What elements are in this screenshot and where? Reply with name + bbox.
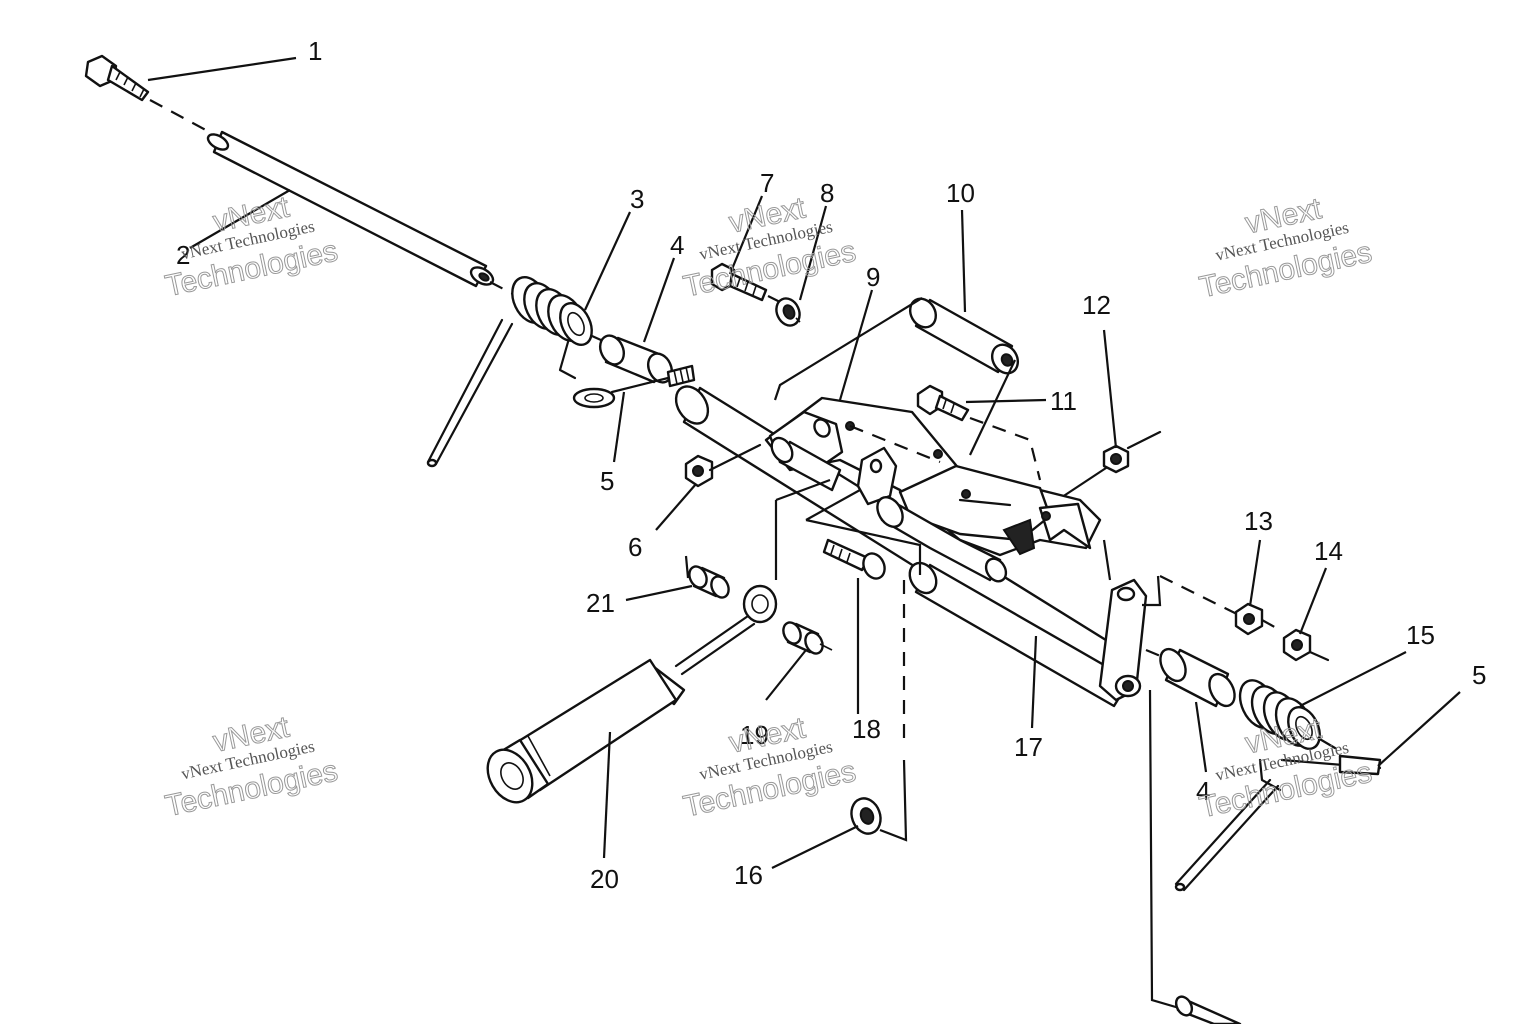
- leader-21: [684, 555, 690, 579]
- callout-17: 17: [1014, 732, 1043, 762]
- shaft-end-stub: [1174, 995, 1242, 1024]
- callout-20: 20: [590, 864, 619, 894]
- leader-6: [655, 483, 697, 531]
- leader-19: [765, 649, 807, 701]
- washer-part-8: [775, 297, 801, 327]
- callout-1: 1: [308, 36, 322, 66]
- leader-connector-1: [775, 478, 831, 502]
- pin-part-5-left: [572, 364, 696, 409]
- leader-connector-2: [805, 489, 861, 521]
- callout-15: 15: [1406, 620, 1435, 650]
- leader-21: [625, 584, 693, 602]
- callout-16: 16: [734, 860, 763, 890]
- leader-13: [1248, 539, 1262, 607]
- leader-1: [147, 56, 297, 82]
- callout-4-left: 4: [670, 230, 684, 260]
- bracket-assembly-part-9: [764, 396, 1102, 583]
- watermark-bottom-right: vNext vNext Technologies Technologies: [1196, 712, 1375, 825]
- bushing-part-21: [688, 565, 730, 599]
- leader-connector-3: [805, 518, 922, 575]
- watermark-bottom-center: vNext vNext Technologies Technologies: [680, 711, 859, 824]
- leader-15: [1299, 651, 1407, 707]
- callout-19: 19: [740, 720, 769, 750]
- nut-part-12: [1102, 444, 1130, 474]
- torsion-spring-part-15: [1174, 679, 1321, 892]
- leader-vertical-2: [1102, 539, 1112, 581]
- leader-17: [1030, 635, 1038, 729]
- leader-14: [1298, 567, 1328, 635]
- leader-10: [960, 209, 967, 313]
- callout-5-left: 5: [600, 466, 614, 496]
- callout-10: 10: [946, 178, 975, 208]
- callout-5-right: 5: [1472, 660, 1486, 690]
- leader-4a: [642, 257, 676, 343]
- callout-2: 2: [176, 240, 190, 270]
- leader-13: [1142, 575, 1162, 607]
- watermark-top-right: vNext vNext Technologies Technologies: [1196, 192, 1375, 305]
- callout-6: 6: [628, 532, 642, 562]
- rod-part-2: [206, 130, 495, 288]
- bolt-part-11: [916, 384, 970, 422]
- leader-20: [602, 731, 612, 859]
- leader-9: [838, 289, 874, 401]
- washer-part-16: [850, 797, 882, 835]
- nut-part-6: [684, 454, 714, 488]
- bolt-part-1: [84, 54, 150, 102]
- callout-3: 3: [630, 184, 644, 214]
- axis-line: [149, 99, 216, 136]
- callout-13: 13: [1244, 506, 1273, 536]
- axis-line-2: [489, 281, 516, 296]
- gas-spring-part-20: [486, 584, 778, 804]
- callout-4-right: 4: [1196, 776, 1210, 806]
- leader-12: [1102, 329, 1118, 449]
- nut-part-14: [1282, 628, 1312, 662]
- leader-16: [771, 825, 859, 869]
- axis-line-13: [1159, 575, 1246, 619]
- torsion-spring-part-3: [426, 276, 593, 468]
- bolt-part-18: [822, 538, 886, 580]
- callout-12: 12: [1082, 290, 1111, 320]
- callout-9: 9: [866, 262, 880, 292]
- bushing-part-4-right: [1159, 647, 1236, 708]
- pin-part-5-right: [1280, 754, 1382, 776]
- leader-5b: [1377, 691, 1461, 767]
- callout-8: 8: [820, 178, 834, 208]
- leader-bracket-10: [773, 297, 923, 401]
- axis-line-11: [969, 416, 1042, 481]
- leader-4b: [1194, 701, 1208, 773]
- leader-11: [965, 398, 1047, 404]
- watermark-bottom-left: vNext vNext Technologies Technologies: [162, 710, 341, 824]
- leader-2: [189, 189, 291, 249]
- callout-18: 18: [852, 714, 881, 744]
- leader-16-bracket: [879, 759, 908, 842]
- callout-14: 14: [1314, 536, 1343, 566]
- bushing-part-19: [782, 621, 824, 655]
- callout-7: 7: [760, 168, 774, 198]
- leader-3: [584, 211, 631, 311]
- axis-line-4b: [1145, 648, 1171, 662]
- callout-11: 11: [1050, 386, 1077, 416]
- leader-5a: [612, 391, 626, 463]
- link-plate: [1098, 578, 1148, 702]
- leader-bracket-10b: [969, 359, 1016, 456]
- leader-7: [728, 195, 764, 275]
- leader-lower-right: [1148, 689, 1187, 1012]
- leader-8: [798, 205, 828, 301]
- callout-21: 21: [586, 588, 615, 618]
- bolt-part-7: [710, 262, 768, 302]
- nut-part-13: [1234, 602, 1264, 636]
